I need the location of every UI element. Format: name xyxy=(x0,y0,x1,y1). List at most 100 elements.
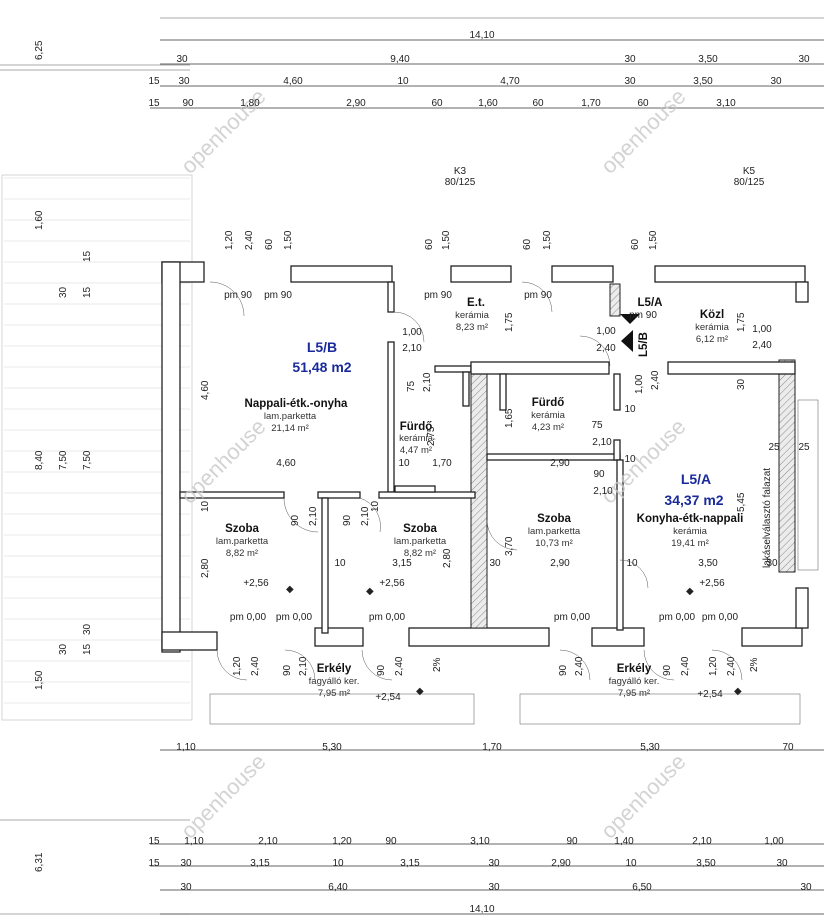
svg-text:L5/B: L5/B xyxy=(307,339,337,355)
svg-text:90: 90 xyxy=(290,514,301,526)
unit-b: L5/B 51,48 m2 xyxy=(292,339,351,375)
svg-text:pm 90: pm 90 xyxy=(224,290,252,301)
svg-text:90: 90 xyxy=(593,469,605,480)
svg-text:9,40: 9,40 xyxy=(390,54,410,65)
svg-text:+2,56: +2,56 xyxy=(699,578,725,589)
svg-text:+2,54: +2,54 xyxy=(697,689,723,700)
svg-text:3,50: 3,50 xyxy=(698,54,718,65)
svg-text:pm 90: pm 90 xyxy=(424,290,452,301)
svg-text:+2,56: +2,56 xyxy=(379,578,405,589)
svg-text:90: 90 xyxy=(182,98,194,109)
svg-text:10: 10 xyxy=(625,858,637,869)
svg-text:7,95 m²: 7,95 m² xyxy=(318,688,350,699)
svg-text:2,80: 2,80 xyxy=(442,548,453,568)
svg-text:kerámia: kerámia xyxy=(673,526,708,537)
svg-text:30: 30 xyxy=(736,378,747,390)
svg-text:60: 60 xyxy=(264,238,275,250)
svg-text:2,10: 2,10 xyxy=(593,486,613,497)
svg-text:4,47 m²: 4,47 m² xyxy=(400,445,432,456)
svg-text:8,23 m²: 8,23 m² xyxy=(456,322,488,333)
svg-text:4,60: 4,60 xyxy=(200,380,211,400)
svg-text:Szoba: Szoba xyxy=(537,513,571,525)
svg-text:fagyálló ker.: fagyálló ker. xyxy=(309,676,360,687)
svg-text:30: 30 xyxy=(776,858,788,869)
svg-text:lam.parketta: lam.parketta xyxy=(264,411,317,422)
room-labels: Nappali-étk.-onyha lam.parketta 21,14 m²… xyxy=(216,297,744,699)
svg-text:30: 30 xyxy=(176,54,188,65)
svg-text:kerámia: kerámia xyxy=(399,433,434,444)
svg-text:30: 30 xyxy=(624,54,636,65)
svg-text:◆: ◆ xyxy=(734,686,742,697)
svg-text:kerámia: kerámia xyxy=(455,310,490,321)
svg-text:lam.parketta: lam.parketta xyxy=(216,536,269,547)
svg-text:8,82 m²: 8,82 m² xyxy=(404,548,436,559)
svg-text:19,41 m²: 19,41 m² xyxy=(671,538,709,549)
svg-text:6,50: 6,50 xyxy=(632,882,652,893)
svg-text:1,60: 1,60 xyxy=(478,98,498,109)
walls xyxy=(161,261,809,653)
svg-text:1,70: 1,70 xyxy=(482,742,502,753)
svg-text:1,20: 1,20 xyxy=(708,656,719,676)
svg-text:2,40: 2,40 xyxy=(250,656,261,676)
svg-text:10: 10 xyxy=(370,500,381,512)
svg-text:openhouse: openhouse xyxy=(596,749,691,844)
svg-text:10: 10 xyxy=(624,404,636,415)
svg-text:◆: ◆ xyxy=(366,586,374,597)
svg-text:60: 60 xyxy=(522,238,533,250)
svg-text:2,10: 2,10 xyxy=(258,836,278,847)
svg-text:openhouse: openhouse xyxy=(176,749,271,844)
svg-text:3,50: 3,50 xyxy=(693,76,713,87)
svg-text:8,40: 8,40 xyxy=(34,450,45,470)
svg-text:10: 10 xyxy=(626,558,638,569)
svg-text:15: 15 xyxy=(82,250,93,262)
svg-text:75: 75 xyxy=(591,420,603,431)
svg-text:1,50: 1,50 xyxy=(34,670,45,690)
svg-text:1,20: 1,20 xyxy=(232,656,243,676)
svg-text:30: 30 xyxy=(180,858,192,869)
svg-text:4,60: 4,60 xyxy=(276,458,296,469)
svg-text:fagyálló ker.: fagyálló ker. xyxy=(609,676,660,687)
svg-text:pm 0,00: pm 0,00 xyxy=(230,612,267,623)
svg-text:2,90: 2,90 xyxy=(550,458,570,469)
dimension-lines-top xyxy=(0,17,824,109)
svg-text:2,90: 2,90 xyxy=(550,558,570,569)
svg-text:60: 60 xyxy=(532,98,544,109)
svg-text:10,73 m²: 10,73 m² xyxy=(535,538,573,549)
svg-text:15: 15 xyxy=(148,76,160,87)
top-dim-row2: 30 9,40 30 3,50 30 xyxy=(176,54,810,65)
svg-text:1,20: 1,20 xyxy=(332,836,352,847)
svg-text:2,90: 2,90 xyxy=(551,858,571,869)
svg-text:3,15: 3,15 xyxy=(400,858,420,869)
terrace-strip xyxy=(1,174,193,721)
svg-text:1,10: 1,10 xyxy=(176,742,196,753)
svg-text:Erkély: Erkély xyxy=(317,663,352,675)
svg-text:4,60: 4,60 xyxy=(283,76,303,87)
svg-text:+2,56: +2,56 xyxy=(243,578,269,589)
svg-text:Erkély: Erkély xyxy=(617,663,652,675)
mid-dims: 1,10 5,30 1,70 5,30 70 xyxy=(160,742,824,753)
opening-dims: 1,20 2,40 60 1,50 60 1,50 60 1,50 60 1,5… xyxy=(224,230,659,250)
svg-text:Fürdő: Fürdő xyxy=(532,397,565,409)
bottom-dims: 15 1,10 2,10 1,20 90 3,10 90 1,40 2,10 1… xyxy=(0,819,824,915)
svg-text:1,75: 1,75 xyxy=(736,312,747,332)
svg-text:51,48 m2: 51,48 m2 xyxy=(292,359,351,375)
svg-text:E.t.: E.t. xyxy=(467,297,485,309)
svg-text:10: 10 xyxy=(200,500,211,512)
svg-text:2%: 2% xyxy=(432,657,443,672)
svg-text:70: 70 xyxy=(782,742,794,753)
svg-text:15: 15 xyxy=(148,98,160,109)
top-dim-row4: 15 90 1,80 2,90 60 1,60 60 1,70 60 3,10 xyxy=(148,98,736,109)
interior-dims: 1,00 2,10 1,00 2,40 1,75 1,75 1,00 2,40 … xyxy=(200,312,810,672)
svg-text:14,10: 14,10 xyxy=(469,904,494,915)
svg-text:14,10: 14,10 xyxy=(469,30,494,41)
svg-text:Konyha-étk-nappali: Konyha-étk-nappali xyxy=(637,513,744,525)
top-dim-row3: 15 30 4,60 10 4,70 30 3,50 30 xyxy=(148,76,782,87)
svg-text:2,10: 2,10 xyxy=(360,506,371,526)
svg-text:K5: K5 xyxy=(743,166,756,177)
svg-text:90: 90 xyxy=(342,514,353,526)
svg-text:1,75: 1,75 xyxy=(504,312,515,332)
svg-text:6,25: 6,25 xyxy=(34,40,45,60)
svg-text:15: 15 xyxy=(148,858,160,869)
svg-text:1,50: 1,50 xyxy=(542,230,553,250)
svg-text:30: 30 xyxy=(624,76,636,87)
